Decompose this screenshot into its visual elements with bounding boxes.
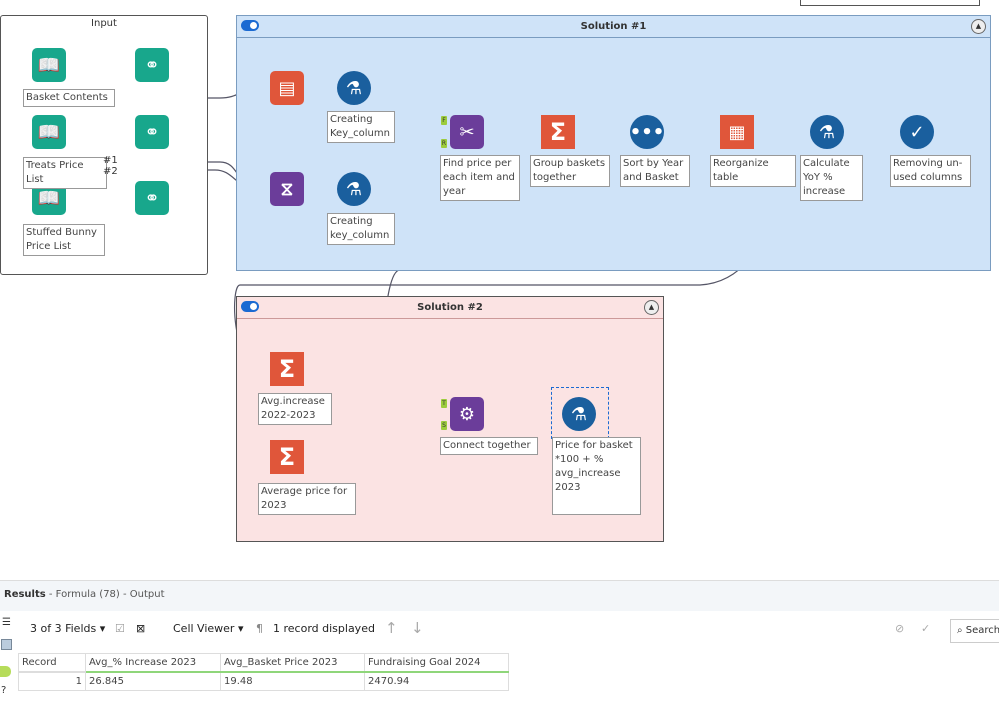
- metadata-icon[interactable]: [1, 639, 12, 650]
- join-multiple-tool[interactable]: ⚙: [450, 397, 484, 431]
- results-title: Results: [4, 589, 46, 600]
- list-icon[interactable]: ☰: [2, 617, 11, 628]
- input-data-tool-1[interactable]: 📖: [32, 48, 66, 82]
- results-subtitle: - Formula (78) - Output: [45, 589, 165, 600]
- annotation: Creating Key_column: [327, 111, 395, 143]
- annotation: Find price per each item and year: [440, 155, 520, 201]
- help-icon[interactable]: ?: [1, 685, 7, 696]
- cancel-icon[interactable]: ⊘: [895, 622, 905, 635]
- annotation: Calculate YoY % increase: [800, 155, 863, 201]
- arrow-down-icon[interactable]: ↓: [411, 619, 424, 637]
- select-tool[interactable]: ✓: [900, 115, 934, 149]
- fields-dropdown[interactable]: 3 of 3 Fields ▾: [30, 622, 106, 635]
- container-title: Solution #1: [580, 21, 647, 32]
- column-header: Fundraising Goal 2024: [364, 653, 509, 673]
- summarize-tool[interactable]: Σ: [270, 440, 304, 474]
- column-header: Record: [18, 653, 86, 673]
- crosstab-tool[interactable]: ▦: [720, 115, 754, 149]
- annotation: Removing un-used columns: [890, 155, 971, 187]
- collapse-icon[interactable]: ▲: [971, 19, 986, 34]
- annotation: Avg.increase 2022-2023: [258, 393, 332, 425]
- anchor-label-1: #1: [103, 155, 118, 166]
- annotation: Price for basket *100 + % avg_increase 2…: [552, 437, 641, 515]
- annotation: Connect together: [440, 437, 538, 455]
- record-count: 1 record displayed: [273, 622, 375, 635]
- input-data-tool-2[interactable]: 📖: [32, 115, 66, 149]
- formula-tool[interactable]: ⚗: [562, 397, 596, 431]
- container-header: Solution #1 ▲: [237, 16, 990, 38]
- annotation: Creating key_column: [327, 213, 395, 245]
- arrow-up-icon[interactable]: ↑: [385, 619, 398, 637]
- dynamic-rename-tool[interactable]: ⧖: [270, 172, 304, 206]
- browse-tool-2[interactable]: ⚭: [135, 115, 169, 149]
- anchor-label-2: #2: [103, 166, 118, 177]
- annotation: Sort by Year and Basket: [620, 155, 690, 187]
- sort-tool[interactable]: •••: [630, 115, 664, 149]
- check-icon[interactable]: ☑: [115, 622, 125, 635]
- text-to-columns-tool[interactable]: ▤: [270, 71, 304, 105]
- column-header: Avg_% Increase 2023: [85, 653, 221, 673]
- annotation-treats-price-list: Treats Price List: [23, 157, 107, 189]
- anchor-s[interactable]: S: [441, 421, 447, 430]
- top-search-box[interactable]: [800, 0, 980, 6]
- annotation: Reorganize table: [710, 155, 796, 187]
- formula-tool[interactable]: ⚗: [810, 115, 844, 149]
- formula-tool[interactable]: ⚗: [337, 172, 371, 206]
- container-title: Input: [91, 18, 117, 29]
- toggle-switch[interactable]: [241, 20, 259, 31]
- container-header: Solution #2 ▲: [237, 297, 663, 319]
- clear-icon[interactable]: ⊠: [136, 622, 146, 635]
- summarize-tool[interactable]: Σ: [541, 115, 575, 149]
- browse-tool-3[interactable]: ⚭: [135, 181, 169, 215]
- data-icon[interactable]: [0, 666, 11, 677]
- annotation: Group baskets together: [530, 155, 610, 187]
- container-title: Solution #2: [417, 302, 483, 313]
- collapse-icon[interactable]: ▲: [644, 300, 659, 315]
- toggle-switch[interactable]: [241, 301, 259, 312]
- search-input[interactable]: ⌕ Search: [950, 619, 999, 643]
- apply-check-icon[interactable]: ✓: [921, 622, 931, 635]
- column-header: Avg_Basket Price 2023: [220, 653, 365, 673]
- summarize-tool[interactable]: Σ: [270, 352, 304, 386]
- results-header: Results - Formula (78) - Output: [0, 580, 999, 611]
- anchor-f[interactable]: F: [441, 116, 447, 125]
- annotation-basket-contents: Basket Contents: [23, 89, 115, 107]
- browse-tool-1[interactable]: ⚭: [135, 48, 169, 82]
- pilcrow-icon[interactable]: ¶: [256, 622, 263, 635]
- annotation: Average price for 2023: [258, 483, 356, 515]
- formula-tool[interactable]: ⚗: [337, 71, 371, 105]
- find-replace-tool[interactable]: ✂: [450, 115, 484, 149]
- annotation-stuffed-bunny: Stuffed Bunny Price List: [23, 224, 105, 256]
- anchor-t[interactable]: T: [441, 399, 447, 408]
- anchor-r[interactable]: R: [441, 139, 447, 148]
- cell-viewer-dropdown[interactable]: Cell Viewer ▾: [173, 622, 244, 635]
